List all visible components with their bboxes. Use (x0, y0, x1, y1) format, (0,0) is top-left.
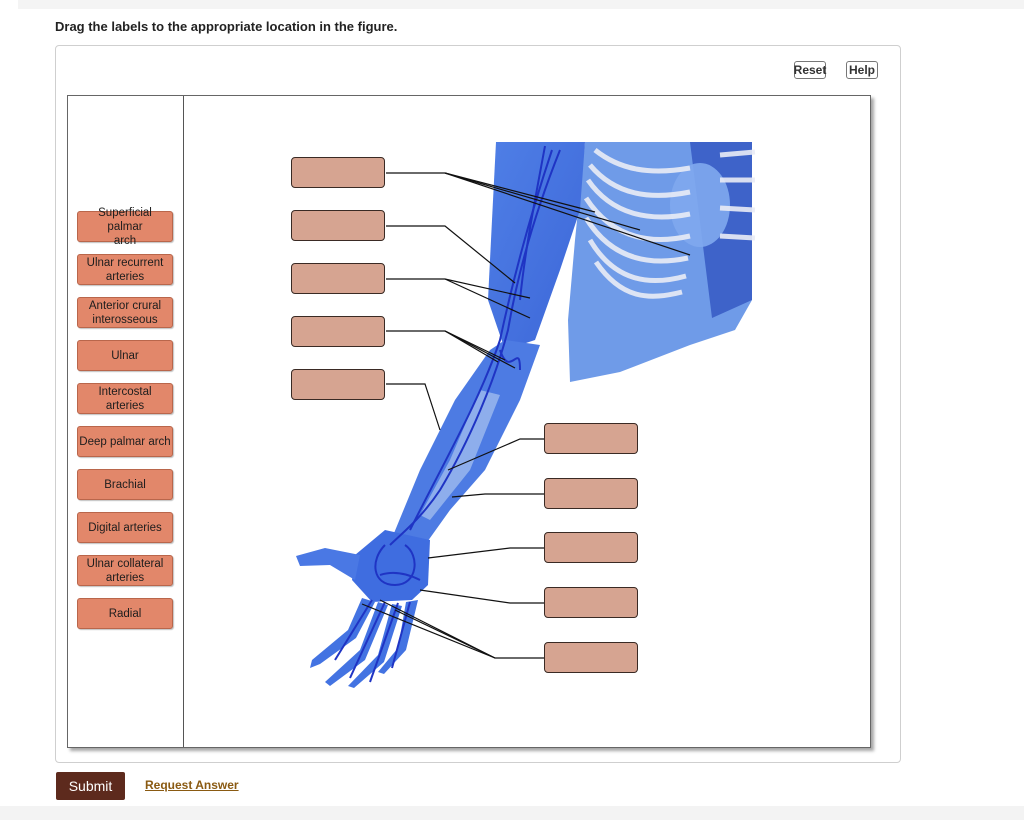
request-answer-link[interactable]: Request Answer (145, 778, 239, 792)
fingers-group (310, 598, 418, 688)
label-bank-divider (183, 96, 184, 747)
label-text: arch (113, 234, 137, 247)
label-text: Ulnar recurrent (86, 256, 164, 269)
drop-target-8[interactable] (544, 532, 638, 563)
label-text: Superficial palmar (98, 206, 152, 233)
label-deep-palmar-arch[interactable]: Deep palmar arch (77, 426, 173, 457)
submit-button[interactable]: Submit (56, 772, 125, 800)
drop-target-5[interactable] (291, 369, 385, 400)
heart-shape (670, 163, 730, 247)
label-text: Ulnar collateral (86, 557, 164, 570)
upper-arm-shape (488, 142, 585, 350)
drop-target-9[interactable] (544, 587, 638, 618)
drop-target-6[interactable] (544, 423, 638, 454)
drop-target-10[interactable] (544, 642, 638, 673)
label-ulnar[interactable]: Ulnar (77, 340, 173, 371)
label-text: arteries (105, 270, 145, 283)
label-text: arteries (105, 399, 145, 412)
drop-target-4[interactable] (291, 316, 385, 347)
label-text: Anterior crural (88, 299, 162, 312)
drop-target-3[interactable] (291, 263, 385, 294)
label-text: Deep palmar arch (79, 435, 171, 448)
reset-button[interactable]: Reset (793, 61, 827, 79)
drop-target-1[interactable] (291, 157, 385, 188)
label-digital-arteries[interactable]: Digital arteries (77, 512, 173, 543)
label-text: Radial (108, 607, 142, 620)
palm-shape (352, 530, 430, 602)
label-text: Brachial (104, 478, 146, 491)
bottom-strip (0, 806, 1024, 820)
drop-target-2[interactable] (291, 210, 385, 241)
label-radial[interactable]: Radial (77, 598, 173, 629)
drop-target-7[interactable] (544, 478, 638, 509)
thumb-shape (296, 548, 360, 580)
top-strip (18, 0, 1024, 9)
label-text: interosseous (92, 313, 158, 326)
label-text: arteries (105, 571, 145, 584)
label-text: Ulnar (111, 349, 139, 362)
label-text: Digital arteries (88, 521, 162, 534)
label-text: Intercostal (98, 385, 152, 398)
instruction-text: Drag the labels to the appropriate locat… (55, 19, 398, 34)
label-brachial[interactable]: Brachial (77, 469, 173, 500)
leader-lines (361, 172, 691, 659)
help-button[interactable]: Help (846, 61, 878, 79)
